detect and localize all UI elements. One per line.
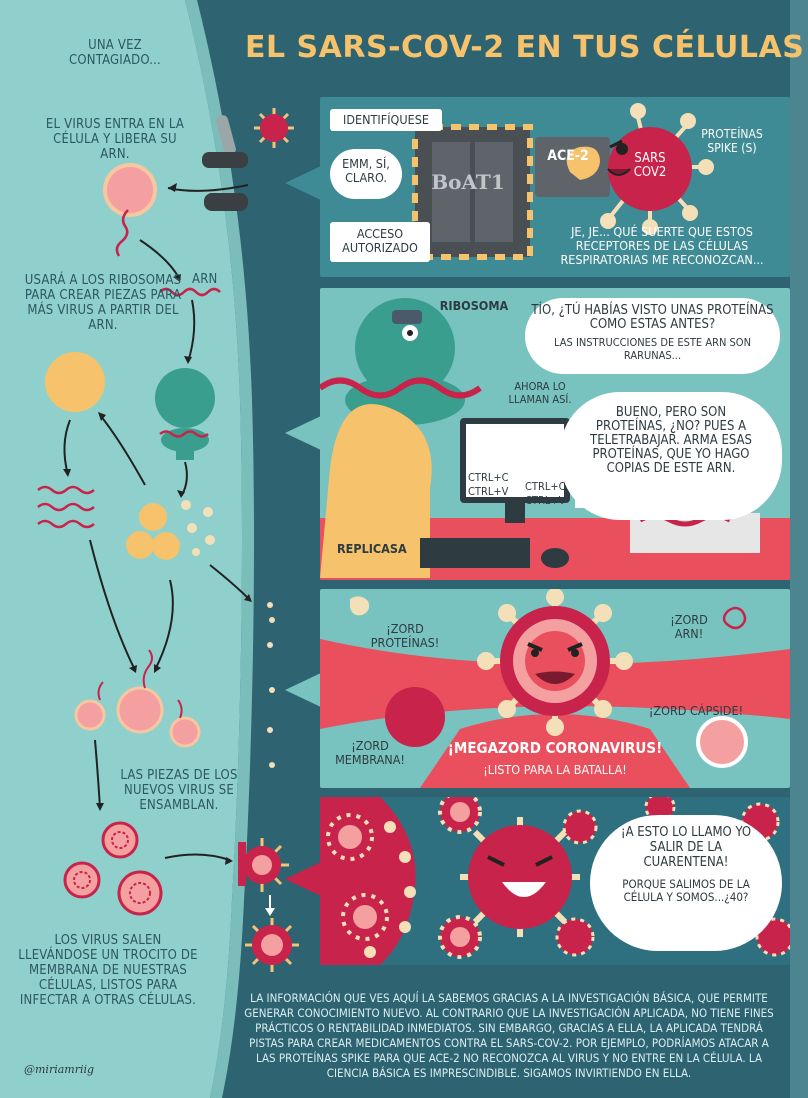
ace2-label: ACE-2 [547,148,589,164]
author-signature: @miriamriig [24,1063,95,1076]
panel-megazord: ¡ZORD PROTEÍNAS! ¡ZORD ARN! ¡ZORD CÁPSID… [320,589,790,788]
panel4-art [320,797,790,965]
zord-membrana-label: ¡ZORD MEMBRANA! [335,738,405,767]
door-label: BoAT1 [431,170,505,194]
ribosoma-speech-sub: LAS INSTRUCCIONES DE ESTE ARN SON RARUNA… [554,336,751,362]
page-title: EL SARS-COV-2 EN TUS CÉLULAS [245,30,805,65]
panel2-art [320,298,790,580]
ctrl-label-2: CTRL+C CTRL+V [525,480,566,507]
panel-ribosome: RIBOSOMA TÍO, ¿TÚ HABÍAS VISTO UNAS PROT… [320,288,790,580]
ctrl-label-1: CTRL+C CTRL+V [468,471,509,498]
reply-bubble: EMM, SÍ, CLARO. [330,149,402,199]
replicasa-label: REPLICASA [337,541,407,556]
step4-text: LOS VIRUS SALEN LLEVÁNDOSE UN TROCITO DE… [18,933,198,1008]
exit-speech-main: ¡A ESTO LO LLAMO YO SALIR DE LA CUARENTE… [620,825,752,870]
identify-bubble: IDENTIFÍQUESE [330,109,442,131]
panel-exit: ¡A ESTO LO LLAMO YO SALIR DE LA CUARENTE… [320,797,790,965]
panel1-art [412,103,714,260]
zord-arn-label: ¡ZORD ARN! [670,612,708,641]
megazord-subtitle: ¡LISTO PARA LA BATALLA! [483,762,627,777]
step3-text: LAS PIEZAS DE LOS NUEVOS VIRUS SE ENSAMB… [120,768,238,813]
intro-text: UNA VEZ CONTAGIADO... [69,38,161,68]
access-label: ACCESO AUTORIZADO [330,222,430,262]
replicasa-speech: BUENO, PERO SON PROTEÍNAS, ¿NO? PUES A T… [560,392,782,520]
footer-text: LA INFORMACIÓN QUE VES AQUÍ LA SABEMOS G… [244,991,774,1080]
spike-label: PROTEÍNAS SPIKE (S) [701,127,763,155]
arn-label: ARN [192,272,218,287]
ribosoma-speech-main: TÍO, ¿TÚ HABÍAS VISTO UNAS PROTEÍNAS COM… [531,303,774,332]
panel1-caption: JE, JE... QUÉ SUERTE QUE ESTOS RECEPTORE… [560,224,764,267]
ribosoma-speech: TÍO, ¿TÚ HABÍAS VISTO UNAS PROTEÍNAS COM… [525,298,780,374]
panel3-art [320,589,790,788]
ribosoma-label: RIBOSOMA [439,298,509,313]
zord-proteinas-label: ¡ZORD PROTEÍNAS! [370,621,440,650]
ahora-label: AHORA LO LLAMAN ASÍ. [508,380,572,406]
exiting-virus-icon [238,838,289,892]
entering-virus-icon [254,108,294,148]
step1-text: EL VIRUS ENTRA EN LA CÉLULA Y LIBERA SU … [45,117,185,162]
sars-label: SARS COV2 [633,151,667,180]
step2-text: USARÁ A LOS RIBOSOMAS PARA CREAR PIEZAS … [24,273,182,333]
megazord-title: ¡MEGAZORD CORONAVIRUS! [447,739,663,757]
exit-speech-sub: PORQUE SALIMOS DE LA CÉLULA Y SOMOS...¿4… [622,877,750,904]
exit-speech: ¡A ESTO LO LLAMO YO SALIR DE LA CUARENTE… [590,815,782,951]
panel-entry: IDENTIFÍQUESE EMM, SÍ, CLARO. ACCESO AUT… [320,97,790,277]
zord-capside-label: ¡ZORD CÁPSIDE! [648,703,744,718]
